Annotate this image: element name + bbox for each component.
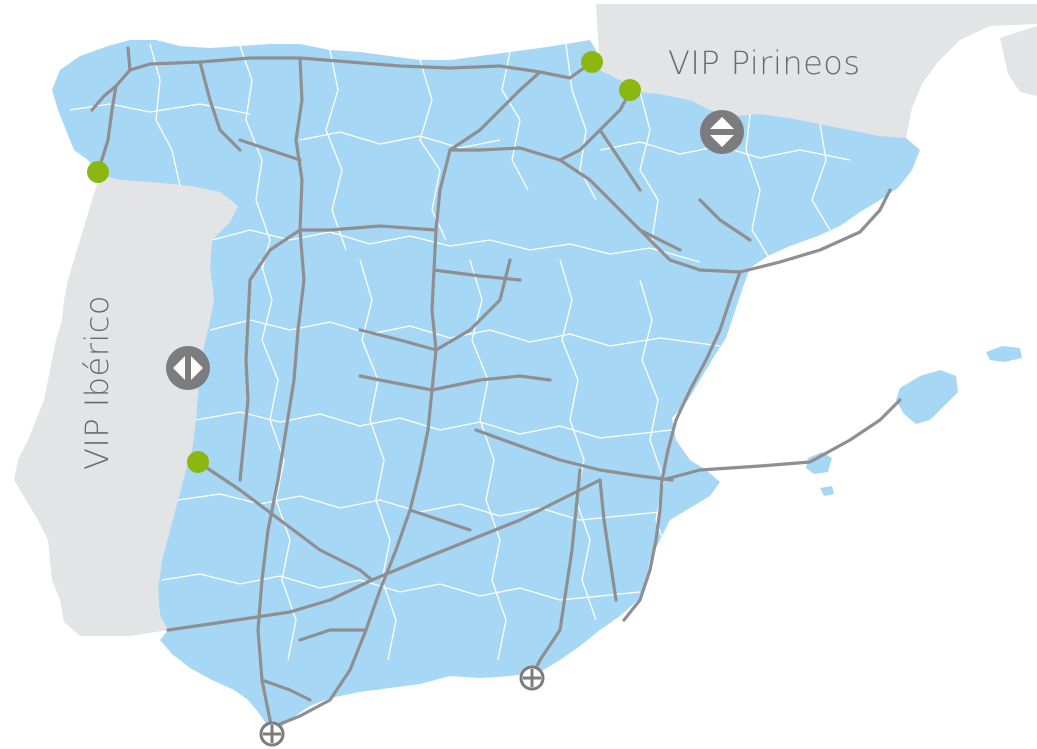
menorca-region — [986, 346, 1022, 362]
france-region — [596, 4, 1037, 138]
interconnection-point-badajoz — [187, 451, 209, 473]
pipeline-network — [90, 46, 902, 732]
mallorca-region — [896, 370, 958, 424]
interconnection-point-irun — [581, 51, 603, 73]
portugal-region — [14, 175, 238, 636]
horizontal-bidirectional-arrow-icon — [166, 346, 210, 390]
vip-pirineos-label: VIP Pirineos — [668, 44, 861, 82]
vertical-bidirectional-arrow-icon — [700, 110, 744, 154]
vip-iberico-label: VIP Ibérico — [78, 295, 116, 470]
crosshair-circle-icon — [519, 665, 545, 691]
spain-region — [52, 40, 920, 728]
crosshair-circle-icon — [259, 721, 285, 747]
interconnection-point-larrau — [619, 79, 641, 101]
corsica-region — [1000, 26, 1037, 96]
ibiza-region — [806, 452, 832, 474]
interconnection-point-tuy — [87, 161, 109, 183]
interconnection-points — [87, 51, 641, 473]
formentera-region — [820, 486, 834, 496]
